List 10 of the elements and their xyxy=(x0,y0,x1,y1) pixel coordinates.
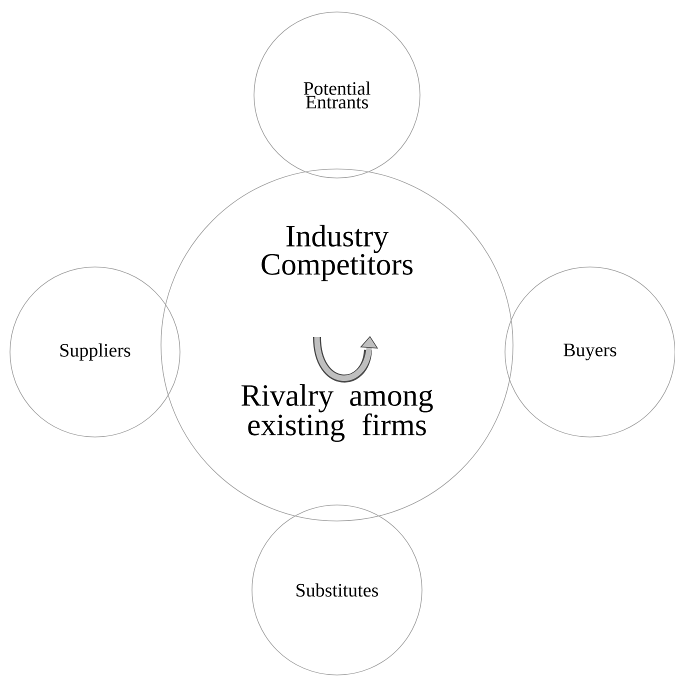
circle-label: Potential Entrants xyxy=(304,82,370,108)
circle xyxy=(254,12,420,178)
heading: Industry Competitors xyxy=(262,224,413,282)
circle xyxy=(10,266,180,438)
heading: Rivalry among existing firms xyxy=(242,384,433,442)
circle-label: Substitutes xyxy=(296,583,378,597)
circle-label: Buyers xyxy=(564,344,616,360)
circle-label: Suppliers xyxy=(60,343,130,361)
circle xyxy=(160,168,514,522)
circle xyxy=(252,504,422,676)
